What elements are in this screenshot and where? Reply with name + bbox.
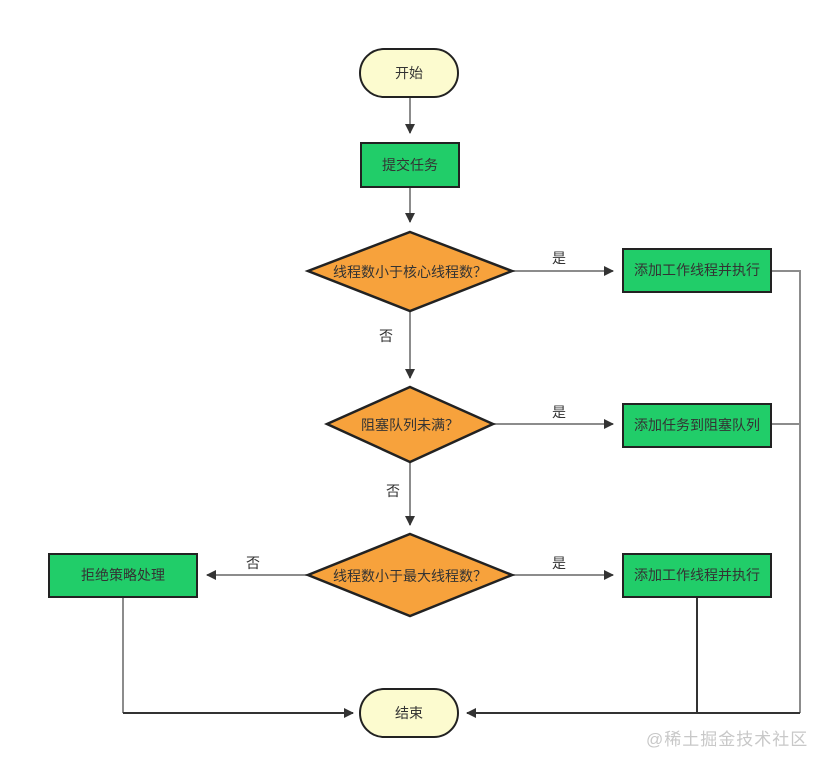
decision-check-queue [323, 385, 497, 464]
edge-label-no-3: 否 [246, 555, 260, 571]
decision-check-max [304, 532, 516, 618]
edge-label-no-1: 否 [379, 328, 393, 344]
edge-label-yes-2: 是 [552, 404, 566, 420]
node-reject-policy: 拒绝策略处理 [48, 553, 198, 598]
node-add-worker-exec-1: 添加工作线程并执行 [622, 248, 772, 293]
watermark-text: @稀土掘金技术社区 [646, 730, 809, 749]
edge-add-worker-1-rail [772, 270, 801, 424]
node-add-to-queue: 添加任务到阻塞队列 [622, 403, 772, 448]
node-add-worker-exec-2: 添加工作线程并执行 [622, 553, 772, 598]
edge-add-to-queue-rail [772, 423, 801, 713]
node-end: 结束 [359, 688, 459, 738]
node-start: 开始 [359, 48, 459, 98]
edge-label-no-2: 否 [386, 483, 400, 499]
decision-check-core [304, 230, 516, 313]
edge-label-yes-1: 是 [552, 250, 566, 266]
edge-label-yes-3: 是 [552, 555, 566, 571]
node-submit-task: 提交任务 [360, 142, 460, 188]
